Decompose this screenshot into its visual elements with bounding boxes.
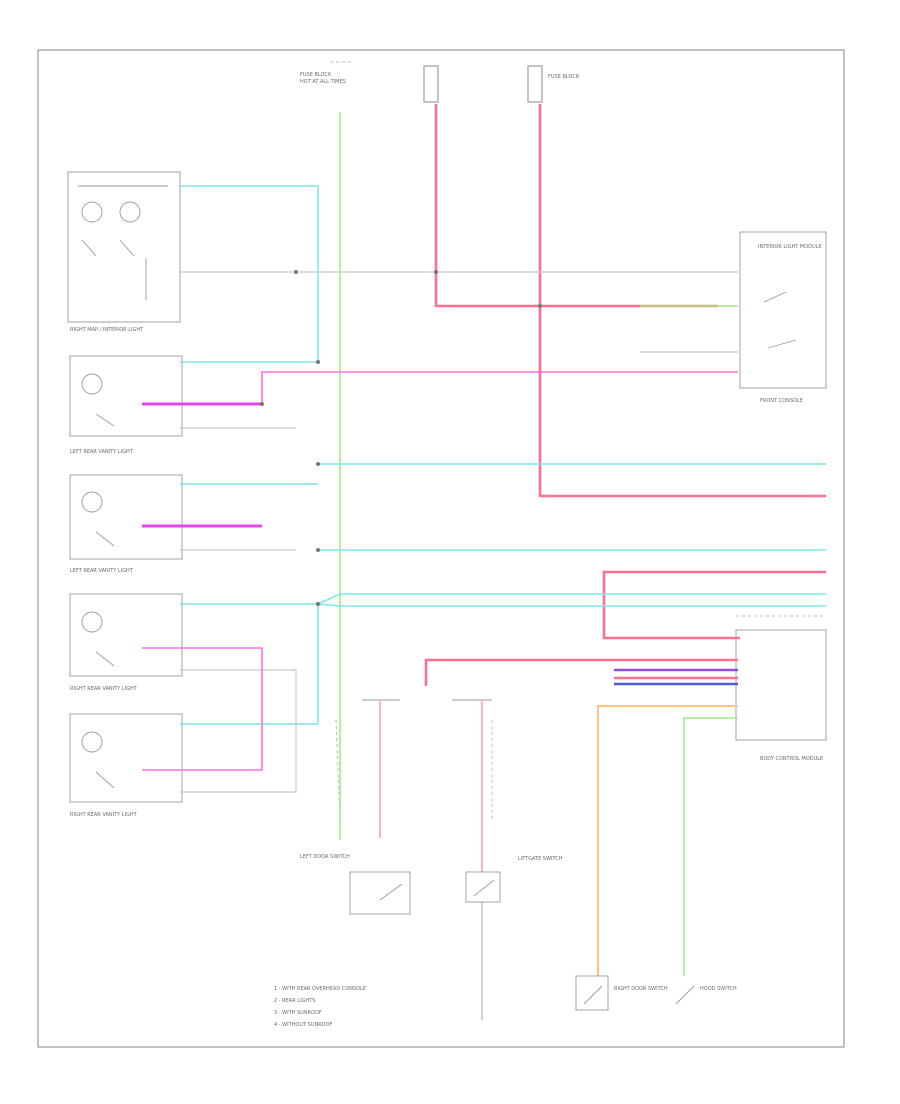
middle-modules bbox=[335, 699, 493, 821]
hot-at-all-times-label: HOT AT ALL TIMES bbox=[300, 79, 346, 85]
hood-switch: HOOD SWITCH bbox=[675, 985, 737, 1005]
cyan-wire-5 bbox=[180, 593, 826, 605]
right-rear-vanity-label: RIGHT REAR VANITY LIGHT bbox=[70, 686, 138, 692]
magenta-wire-1 bbox=[261, 371, 738, 404]
red-wire-3 bbox=[602, 570, 826, 640]
lh-door-label: LEFT DOOR SWITCH bbox=[300, 854, 350, 860]
interior-module-label: INTERIOR LIGHT MODULE bbox=[758, 244, 822, 250]
fuse-block-label: FUSE BLOCK bbox=[300, 72, 332, 78]
rh-door-label: RIGHT DOOR SWITCH bbox=[614, 986, 668, 992]
body-control-module: BODY CONTROL MODULE bbox=[735, 615, 827, 762]
green-wire-down bbox=[683, 717, 738, 976]
interior-light-module: INTERIOR LIGHT MODULE FRONT CONSOLE bbox=[739, 231, 827, 404]
legend-item-1: 1 - WITH REAR OVERHEAD CONSOLE bbox=[274, 986, 366, 992]
fuse-box-2 bbox=[527, 65, 543, 103]
right-rear-vanity-upper: RIGHT REAR VANITY LIGHT bbox=[69, 593, 183, 692]
magenta-wire-4 bbox=[142, 647, 263, 771]
fuse-block-top: FUSE BLOCK HOT AT ALL TIMES FUSE BLOCK bbox=[300, 61, 580, 103]
legend-item-3: 3 - WITH SUNROOF bbox=[274, 1010, 322, 1016]
front-map-light: RIGHT MAP / INTERIOR LIGHT bbox=[67, 171, 181, 333]
lh-door-switch: LEFT DOOR SWITCH bbox=[300, 854, 411, 915]
legend-item-4: 4 - WITHOUT SUNROOF bbox=[274, 1022, 333, 1028]
hood-label: HOOD SWITCH bbox=[700, 986, 737, 992]
left-rear-vanity-upper: LEFT REAR VANITY LIGHT bbox=[69, 355, 183, 455]
red-wire-4 bbox=[424, 658, 738, 686]
fuse-box-1 bbox=[423, 65, 439, 103]
liftgate-switch: LIFTGATE SWITCH bbox=[465, 856, 563, 1020]
diagram-frame bbox=[37, 49, 845, 1048]
gray-wire-4 bbox=[180, 669, 297, 793]
front-map-light-label: RIGHT MAP / INTERIOR LIGHT bbox=[70, 327, 144, 333]
legend-item-2: 2 - REAR LIGHTS bbox=[274, 998, 315, 1004]
left-rear-vanity-label: LEFT REAR VANITY LIGHT bbox=[70, 449, 134, 455]
junctions bbox=[260, 270, 542, 606]
right-rear-vanity2-label: RIGHT REAR VANITY LIGHT bbox=[70, 812, 138, 818]
orange-wire bbox=[597, 705, 738, 976]
red-wire-2 bbox=[538, 104, 826, 498]
rh-door-switch: RIGHT DOOR SWITCH bbox=[575, 975, 668, 1011]
cyan-wire-1 bbox=[180, 185, 319, 363]
legend: 1 - WITH REAR OVERHEAD CONSOLE 2 - REAR … bbox=[274, 986, 366, 1028]
cyan-wire-6 bbox=[317, 603, 826, 607]
left-rear-vanity-lower: LEFT REAR VANITY LIGHT bbox=[69, 474, 183, 574]
front-console-label: FRONT CONSOLE bbox=[760, 398, 803, 404]
cyan-wire-7 bbox=[180, 604, 319, 725]
fuse-block2-label: FUSE BLOCK bbox=[548, 74, 580, 80]
right-rear-vanity-lower: RIGHT REAR VANITY LIGHT bbox=[69, 713, 183, 818]
liftgate-label: LIFTGATE SWITCH bbox=[518, 856, 563, 862]
red-wire-1 bbox=[434, 104, 718, 308]
body-control-label: BODY CONTROL MODULE bbox=[760, 756, 823, 762]
left-rear-vanity2-label: LEFT REAR VANITY LIGHT bbox=[70, 568, 134, 574]
